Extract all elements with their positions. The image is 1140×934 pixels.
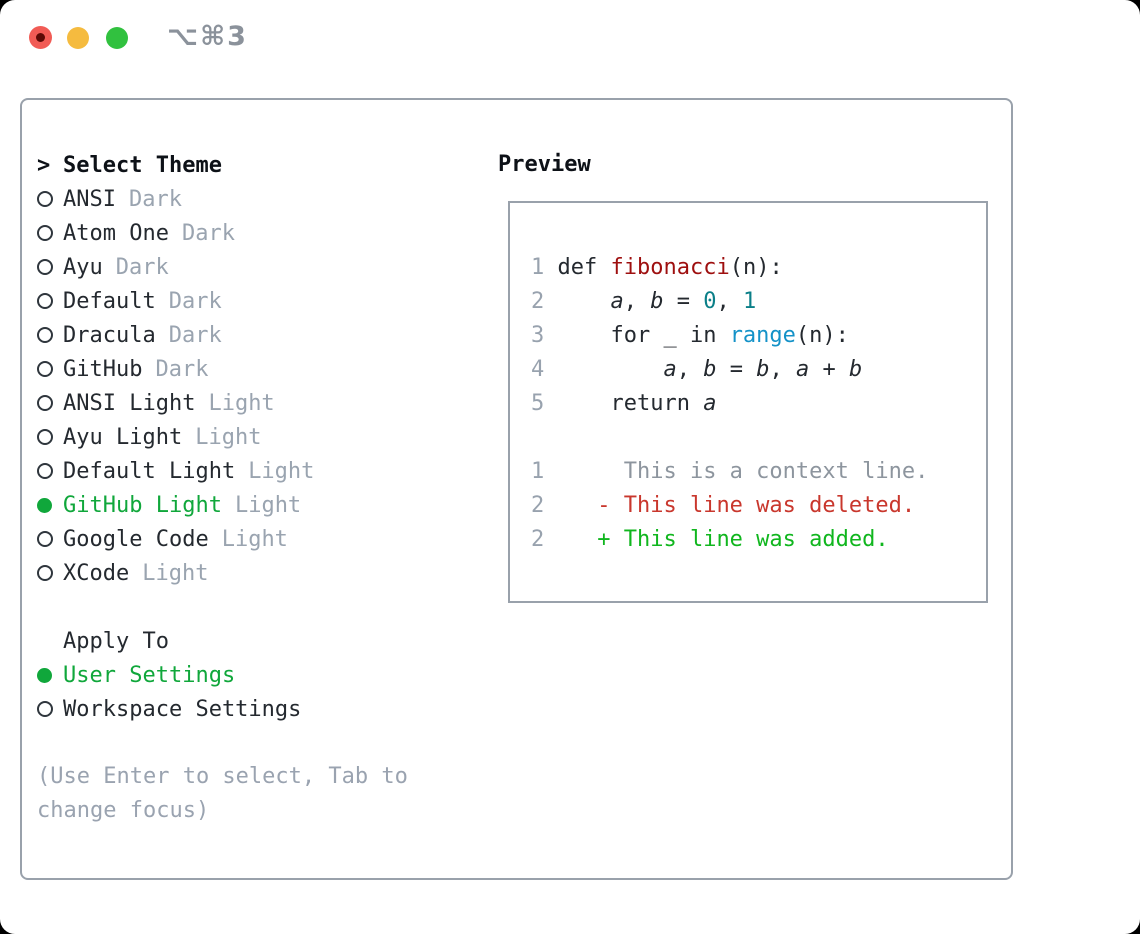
radio-icon	[37, 293, 53, 309]
apply-to-option[interactable]: User Settings	[37, 658, 408, 692]
select-theme-header: > Select Theme	[37, 148, 408, 182]
radio-icon	[37, 259, 53, 275]
radio-icon	[37, 361, 53, 377]
radio-icon	[37, 225, 53, 241]
hint-text-line2: change focus)	[37, 798, 210, 823]
zoom-button[interactable]	[106, 27, 128, 49]
radio-icon	[37, 191, 53, 207]
code-line: 2 a, b = 0, 1	[531, 289, 757, 314]
preview-label: Preview	[498, 152, 591, 177]
apply-to-header: Apply To	[37, 624, 408, 658]
code-line: 2 + This line was added.	[531, 527, 889, 552]
radio-icon	[37, 463, 53, 479]
code-line: 4 a, b = b, a + b	[531, 357, 863, 382]
code-line: 2 - This line was deleted.	[531, 493, 916, 518]
code-line: 1 This is a context line.	[531, 459, 929, 484]
radio-icon	[37, 531, 53, 547]
code-line: 3 for _ in range(n):	[531, 323, 849, 348]
apply-to-option[interactable]: Workspace Settings	[37, 692, 408, 726]
select-theme-label: Select Theme	[63, 152, 222, 178]
close-button[interactable]	[29, 26, 52, 49]
apply-to-label: Apply To	[63, 628, 169, 654]
radio-selected-icon	[37, 497, 52, 513]
spacer	[37, 726, 408, 760]
code-line	[531, 421, 928, 455]
spacer	[37, 590, 408, 624]
radio-selected-icon	[37, 667, 52, 683]
code-preview: 1 def fibonacci(n): 2 a, b = 0, 1 3 for _ …	[531, 251, 928, 557]
preview-box: 1 def fibonacci(n): 2 a, b = 0, 1 3 for _ …	[508, 201, 988, 603]
window-title: ⌥⌘3	[167, 21, 248, 52]
radio-icon	[37, 565, 53, 581]
radio-icon	[37, 395, 53, 411]
code-line: 5 return a	[531, 391, 717, 416]
hint-text-line1: (Use Enter to select, Tab to	[37, 764, 408, 789]
apply-to-options: User Settings Workspace Settings	[37, 658, 408, 726]
cursor-icon: >	[37, 152, 51, 178]
radio-icon	[37, 429, 53, 445]
minimize-button[interactable]	[67, 27, 89, 49]
code-line: 1 def fibonacci(n):	[531, 255, 783, 280]
radio-icon	[37, 327, 53, 343]
radio-icon	[37, 701, 53, 717]
